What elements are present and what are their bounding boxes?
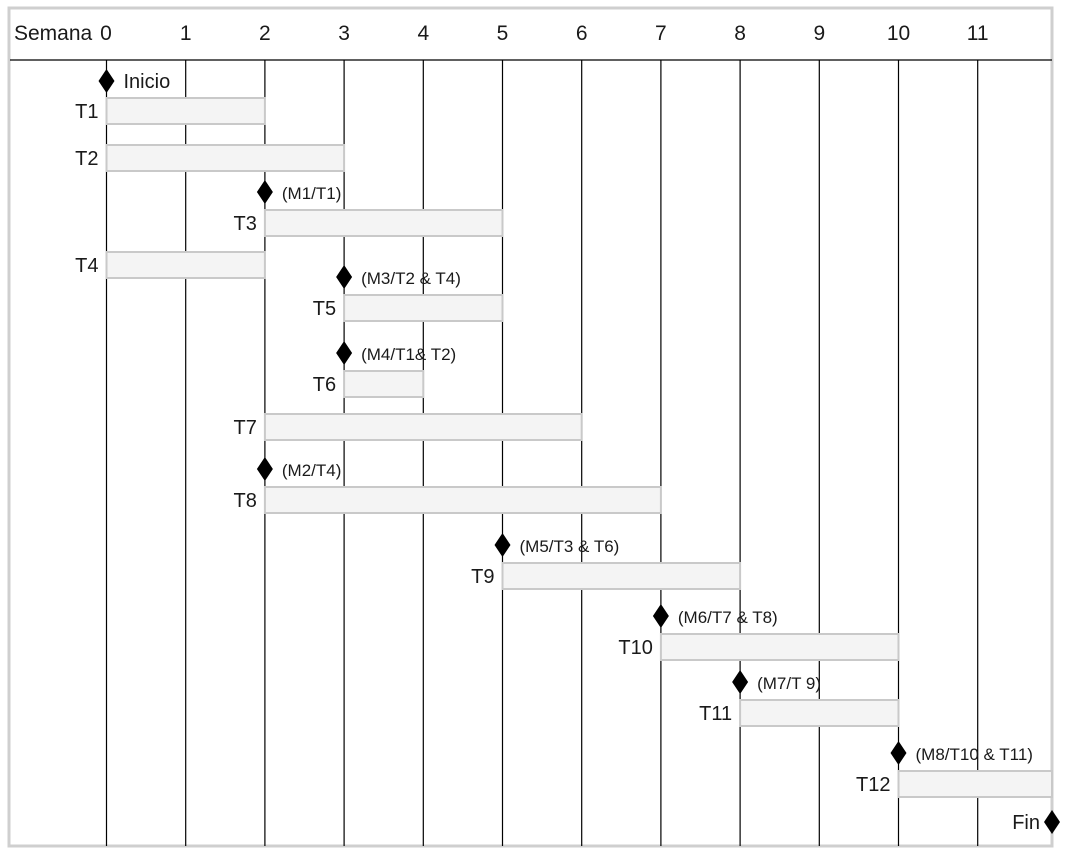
- milestone-label: (M2/T4): [282, 461, 342, 480]
- milestone-label: (M3/T2 & T4): [361, 269, 461, 288]
- week-tick-label: 0: [100, 22, 112, 45]
- milestone-label: (M1/T1): [282, 184, 342, 203]
- milestone-label: (M8/T10 & T11): [916, 745, 1033, 764]
- task-label: T12: [856, 774, 890, 796]
- milestone-diamond: [890, 741, 907, 765]
- week-tick-label: 9: [813, 22, 825, 45]
- milestone-diamond: [1044, 810, 1060, 834]
- milestone-diamond: [494, 533, 511, 557]
- task-bar: [501, 562, 742, 590]
- milestone-diamond: [336, 341, 353, 365]
- milestones: Inicio (M1/T1) (M3/T2 & T4) (M4/T1& T2) (M2/…: [98, 69, 1060, 834]
- task-label: T11: [699, 703, 732, 725]
- task-bar: [263, 486, 662, 514]
- milestone-label: (M4/T1& T2): [361, 345, 456, 364]
- week-tick-label: 3: [338, 22, 350, 45]
- task-bar: [105, 97, 266, 125]
- task-bar: [105, 144, 346, 172]
- week-header: Semana 0 1 2 3 4 5 6 7 8 9 10 11: [14, 22, 989, 45]
- task-label: T6: [313, 374, 336, 396]
- task-bar: [105, 251, 266, 279]
- task-label: T3: [234, 213, 257, 235]
- task-bar: [897, 770, 1053, 798]
- week-tick-label: 7: [655, 22, 667, 45]
- task-label: T5: [313, 298, 336, 320]
- milestone-label: Inicio: [124, 71, 171, 93]
- milestone-label: (M7/T 9): [757, 674, 821, 693]
- task-label: T10: [618, 637, 652, 659]
- week-tick-label: 2: [259, 22, 271, 45]
- week-gridlines: [105, 60, 979, 846]
- axis-prefix-label: Semana: [14, 22, 93, 45]
- week-tick-label: 6: [576, 22, 588, 45]
- week-tick-label: 4: [417, 22, 429, 45]
- milestone-diamond: [98, 69, 115, 93]
- task-bar: [343, 370, 425, 398]
- task-label: T1: [75, 101, 98, 123]
- task-bar: [739, 699, 900, 727]
- milestone-diamond: [256, 457, 273, 481]
- task-label: T2: [75, 148, 98, 170]
- week-tick-label: 1: [180, 22, 192, 45]
- task-label: T8: [234, 490, 257, 512]
- week-tick-label: 8: [734, 22, 746, 45]
- task-bar: [263, 413, 583, 441]
- milestone-label: (M5/T3 & T6): [520, 537, 620, 556]
- milestone-label: (M6/T7 & T8): [678, 608, 778, 627]
- task-bar: [263, 209, 504, 237]
- week-tick-label: 10: [887, 22, 910, 45]
- milestone-label: Fin: [1012, 812, 1040, 834]
- task-label: T9: [471, 566, 494, 588]
- milestone-diamond: [652, 604, 669, 628]
- week-tick-label: 5: [497, 22, 509, 45]
- task-label: T7: [234, 417, 257, 439]
- milestone-diamond: [256, 180, 273, 204]
- chart-frame: [7, 6, 1054, 848]
- task-bar: [343, 294, 504, 322]
- task-label: T4: [75, 255, 98, 277]
- milestone-diamond: [336, 265, 353, 289]
- milestone-diamond: [732, 670, 749, 694]
- task-bar: [659, 633, 900, 661]
- week-tick-label: 11: [967, 22, 989, 45]
